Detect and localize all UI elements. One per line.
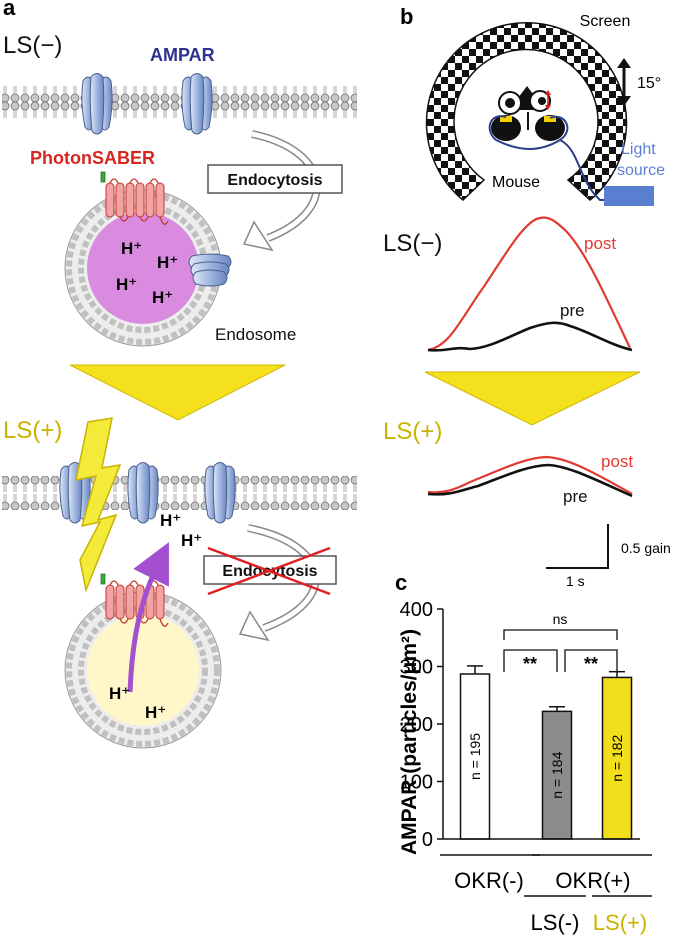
proton-label: H⁺ bbox=[116, 275, 137, 294]
y-tick-label: 400 bbox=[400, 599, 433, 621]
scale-x-label: 1 s bbox=[566, 573, 585, 589]
light-source-label-1: Light bbox=[621, 141, 656, 158]
ampar-receptor-icon bbox=[204, 462, 236, 524]
ampar-label: AMPAR bbox=[150, 45, 215, 65]
y-axis: 0 100 200 300 400 bbox=[400, 599, 444, 851]
ampar-receptor-icon bbox=[81, 73, 113, 135]
panel-b-letter: b bbox=[400, 4, 413, 29]
scale-y-label: 0.5 gain bbox=[621, 540, 671, 556]
proton-label: H⁺ bbox=[160, 511, 181, 530]
panel-a: a LS(−) AMPAR PhotonSABER Endocytosis H⁺… bbox=[2, 0, 357, 749]
scale-bar bbox=[546, 524, 609, 569]
yellow-down-arrow-icon bbox=[69, 364, 286, 421]
pre-trace-ls-plus bbox=[427, 463, 633, 498]
yellow-down-arrow-icon bbox=[424, 371, 641, 426]
ls-minus-trace-label: LS(−) bbox=[383, 230, 442, 257]
significance-bracket-ns bbox=[503, 629, 618, 640]
pre-label: pre bbox=[563, 487, 588, 506]
ls-minus-label: LS(−) bbox=[3, 32, 62, 59]
proton-label: H⁺ bbox=[152, 288, 173, 307]
plasma-membrane-top bbox=[2, 86, 357, 120]
post-trace-ls-minus bbox=[427, 216, 631, 352]
bar-n-label: n = 184 bbox=[549, 751, 565, 798]
sub-ls-plus: LS(+) bbox=[593, 910, 647, 935]
pre-label: pre bbox=[560, 301, 585, 320]
pre-trace-ls-minus bbox=[427, 321, 633, 352]
mouse-icon bbox=[491, 86, 565, 141]
y-tick-label: 100 bbox=[400, 772, 433, 794]
endocytosis-label: Endocytosis bbox=[227, 172, 322, 189]
ampar-receptor-icon bbox=[181, 73, 213, 135]
panel-a-letter: a bbox=[3, 0, 16, 20]
endocytosis-arrow-icon bbox=[238, 610, 270, 642]
screen-label: Screen bbox=[580, 13, 631, 30]
proton-label: H⁺ bbox=[157, 253, 178, 272]
endosome-label: Endosome bbox=[215, 325, 296, 344]
sub-ls-minus: LS(-) bbox=[531, 910, 580, 935]
light-source-box bbox=[604, 186, 654, 206]
ls-plus-trace-label: LS(+) bbox=[383, 418, 442, 445]
mouse-label: Mouse bbox=[492, 174, 540, 191]
proton-label: H⁺ bbox=[181, 531, 202, 550]
group-okr-minus: OKR(-) bbox=[454, 868, 524, 893]
group-okr-plus: OKR(+) bbox=[555, 868, 630, 893]
bars: n = 195 n = 184 n = 182 bbox=[443, 665, 640, 840]
ls-plus-label: LS(+) bbox=[3, 417, 62, 444]
proton-label: H⁺ bbox=[145, 703, 166, 722]
endosome-lumen bbox=[87, 212, 199, 324]
endocytosis-box bbox=[207, 164, 343, 194]
optic-fiber bbox=[488, 115, 650, 201]
panel-c-letter: c bbox=[395, 570, 407, 595]
angle-label: 15° bbox=[637, 75, 661, 92]
significance-1: ** bbox=[523, 654, 537, 674]
y-tick-label: 200 bbox=[400, 714, 433, 736]
significance-bracket-2 bbox=[564, 649, 618, 672]
light-source-label-2: source bbox=[617, 162, 665, 179]
significance-bracket-1 bbox=[503, 649, 558, 672]
photonsaber-label: PhotonSABER bbox=[30, 148, 155, 168]
bar-n-label: n = 195 bbox=[467, 733, 483, 780]
ampar-receptor-icon bbox=[127, 462, 159, 524]
y-axis-label: AMPAR (particles/μm²) bbox=[398, 629, 421, 855]
significance-ns: ns bbox=[553, 611, 568, 627]
checkerboard-screen bbox=[425, 22, 628, 202]
endosome-lumen-neutral bbox=[87, 614, 199, 726]
significance-2: ** bbox=[584, 654, 598, 674]
panel-c: c AMPAR (particles/μm²) 0 100 200 300 400 n … bbox=[395, 570, 652, 935]
bar-n-label: n = 182 bbox=[609, 734, 625, 781]
plasma-membrane-bottom bbox=[2, 476, 357, 510]
proton-efflux-arrow-icon bbox=[127, 542, 169, 693]
post-trace-ls-plus bbox=[427, 455, 633, 495]
endocytosis-arrow-icon bbox=[242, 220, 274, 252]
ampar-endocytosed-icon bbox=[188, 253, 232, 287]
proton-label: H⁺ bbox=[109, 684, 130, 703]
post-label: post bbox=[601, 452, 633, 471]
post-label: post bbox=[584, 234, 616, 253]
light-stimulation-bolt-icon bbox=[75, 417, 122, 593]
y-tick-label: 300 bbox=[400, 657, 433, 679]
proton-label: H⁺ bbox=[121, 239, 142, 258]
y-tick-label: 0 bbox=[422, 829, 433, 851]
panel-b: b Screen 15° Light source Mouse bbox=[383, 4, 671, 589]
